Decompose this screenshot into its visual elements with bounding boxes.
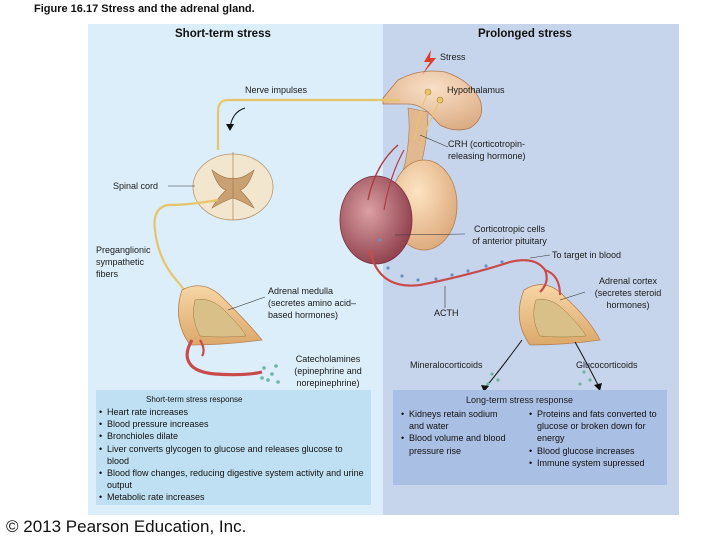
list-item: Proteins and fats converted to glucose o… bbox=[529, 408, 665, 445]
blood-vessel-acth bbox=[544, 269, 561, 296]
hypothalamus-tissue bbox=[382, 70, 483, 131]
figure-title: Figure 16.17 Stress and the adrenal glan… bbox=[34, 3, 255, 15]
long-term-response-title: Long-term stress response bbox=[466, 395, 574, 405]
long-term-response-box: Long-term stress response Kidneys retain… bbox=[393, 390, 667, 485]
portal-vessel bbox=[367, 144, 399, 201]
neuron-axon bbox=[419, 99, 441, 146]
preganglionic-fiber bbox=[153, 198, 219, 301]
stress-bolt-icon bbox=[422, 50, 436, 75]
list-item: Blood flow changes, reducing digestive s… bbox=[99, 467, 367, 491]
list-item: Blood glucose increases bbox=[529, 445, 665, 457]
corticoid-dots bbox=[486, 370, 592, 386]
list-item: Kidneys retain sodium and water bbox=[401, 408, 507, 432]
copyright: © 2013 Pearson Education, Inc. bbox=[6, 517, 247, 536]
acth-dots bbox=[378, 238, 504, 282]
acth-label: ACTH bbox=[434, 308, 459, 318]
short-term-response-list: Heart rate increases Blood pressure incr… bbox=[99, 406, 367, 504]
list-item: Heart rate increases bbox=[99, 406, 367, 418]
adrenal-medulla-right bbox=[533, 299, 587, 338]
adrenal-medulla-left bbox=[193, 299, 247, 338]
list-item: Blood pressure increases bbox=[99, 418, 367, 430]
stress-label: Stress bbox=[440, 52, 466, 62]
list-item: Immune system supressed bbox=[529, 457, 665, 469]
hypothalamus-label: Hypothalamus bbox=[447, 85, 505, 95]
blood-vessel-acth bbox=[368, 249, 548, 293]
crh-label: CRH (corticotropin-releasing hormone) bbox=[448, 139, 526, 161]
to-target-label: To target in blood bbox=[552, 250, 622, 260]
adrenal-medulla-label: Adrenal medulla(secretes amino acid–base… bbox=[268, 286, 357, 320]
list-item: Bronchioles dilate bbox=[99, 430, 367, 442]
anterior-pituitary bbox=[339, 175, 413, 265]
gluco-response-list: Proteins and fats converted to glucose o… bbox=[529, 408, 665, 469]
gluco-arrow bbox=[574, 341, 599, 386]
spinal-cord-label: Spinal cord bbox=[113, 181, 159, 191]
short-term-response-title: Short-term stress response bbox=[146, 395, 243, 404]
nerve-pathway bbox=[216, 98, 383, 150]
portal-vessel bbox=[383, 149, 405, 211]
list-item: Liver converts glycogen to glucose and r… bbox=[99, 443, 367, 467]
blood-vessel-left bbox=[199, 339, 205, 357]
nerve-impulses-label: Nerve impulses bbox=[245, 85, 308, 95]
catecholamine-dots bbox=[260, 364, 280, 384]
list-item: Metabolic rate increases bbox=[99, 491, 367, 503]
mineralo-arrow bbox=[484, 339, 523, 389]
short-term-heading: Short-term stress bbox=[175, 28, 271, 40]
glucocorticoids-label: Glucocorticoids bbox=[576, 360, 638, 370]
neuron-axon bbox=[413, 91, 429, 141]
short-term-response-box: Short-term stress response Heart rate in… bbox=[96, 390, 371, 505]
prolonged-heading: Prolonged stress bbox=[478, 28, 572, 40]
blood-vessel-left bbox=[185, 339, 263, 377]
list-item: Blood volume and blood pressure rise bbox=[401, 432, 507, 456]
mineralo-response-list: Kidneys retain sodium and water Blood vo… bbox=[401, 408, 507, 457]
mineralocorticoids-label: Mineralocorticoids bbox=[410, 360, 483, 370]
